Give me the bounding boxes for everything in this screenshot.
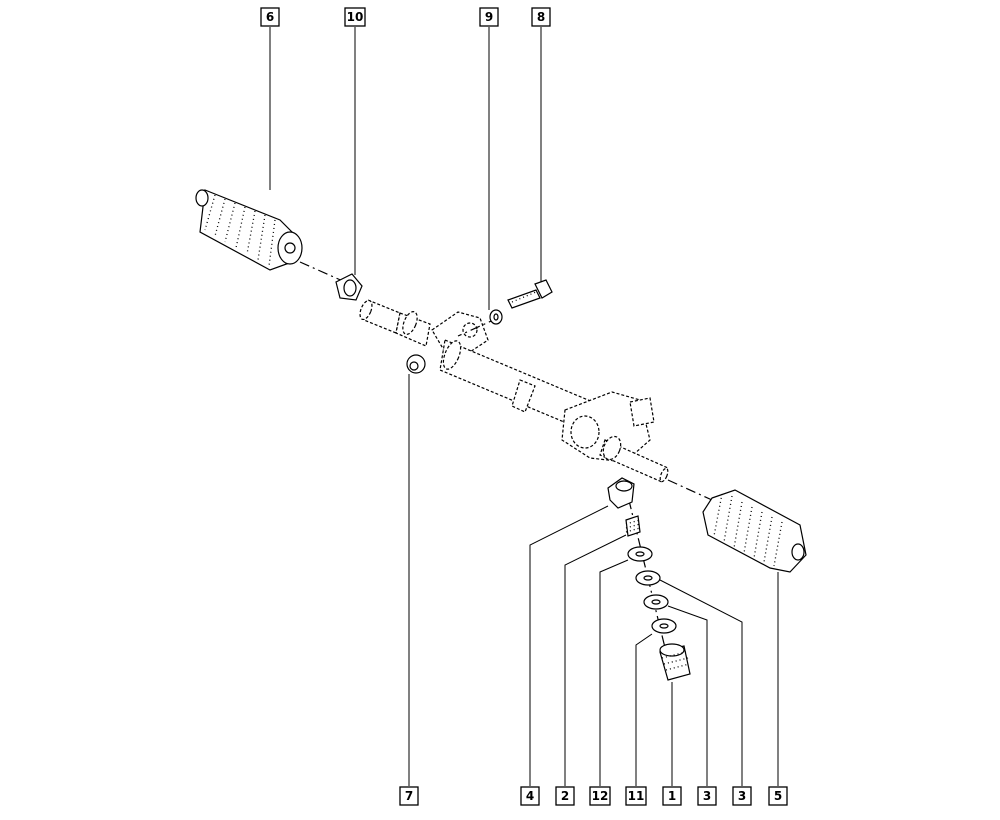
callout-7: 7 xyxy=(399,786,419,806)
callout-label: 1 xyxy=(668,789,676,803)
callout-label: 5 xyxy=(774,789,782,803)
callout-label: 2 xyxy=(561,789,569,803)
callout-9: 9 xyxy=(479,7,499,27)
callout-2: 2 xyxy=(555,786,575,806)
callout-label: 7 xyxy=(405,789,413,803)
inner-joint-nut xyxy=(335,273,363,301)
callout-3b: 3 xyxy=(732,786,752,806)
right-bellows xyxy=(702,489,807,573)
plunger-spring xyxy=(625,515,641,537)
callout-label: 11 xyxy=(628,789,645,803)
callout-10: 10 xyxy=(344,7,366,27)
rack-housing xyxy=(359,299,669,483)
callout-label: 4 xyxy=(526,789,534,803)
right-axis-line xyxy=(667,479,713,501)
callout-4: 4 xyxy=(520,786,540,806)
callout-1: 1 xyxy=(662,786,682,806)
bolt-washer xyxy=(489,309,503,325)
callout-11: 11 xyxy=(625,786,647,806)
callout-12: 12 xyxy=(589,786,611,806)
callout-label: 9 xyxy=(485,10,493,24)
mounting-bolt xyxy=(507,279,553,309)
left-bellows xyxy=(195,189,303,271)
bracket-nut xyxy=(406,354,426,374)
plunger-assembly xyxy=(607,477,691,681)
callout-5: 5 xyxy=(768,786,788,806)
left-axis-line xyxy=(299,261,346,283)
callout-label: 10 xyxy=(347,10,364,24)
callout-label: 6 xyxy=(266,10,274,24)
callout-label: 3 xyxy=(738,789,746,803)
callout-3a: 3 xyxy=(697,786,717,806)
callout-label: 12 xyxy=(592,789,609,803)
callout-8: 8 xyxy=(531,7,551,27)
callout-label: 8 xyxy=(537,10,545,24)
leader-lines xyxy=(269,27,779,786)
callout-6: 6 xyxy=(260,7,280,27)
callout-label: 3 xyxy=(703,789,711,803)
